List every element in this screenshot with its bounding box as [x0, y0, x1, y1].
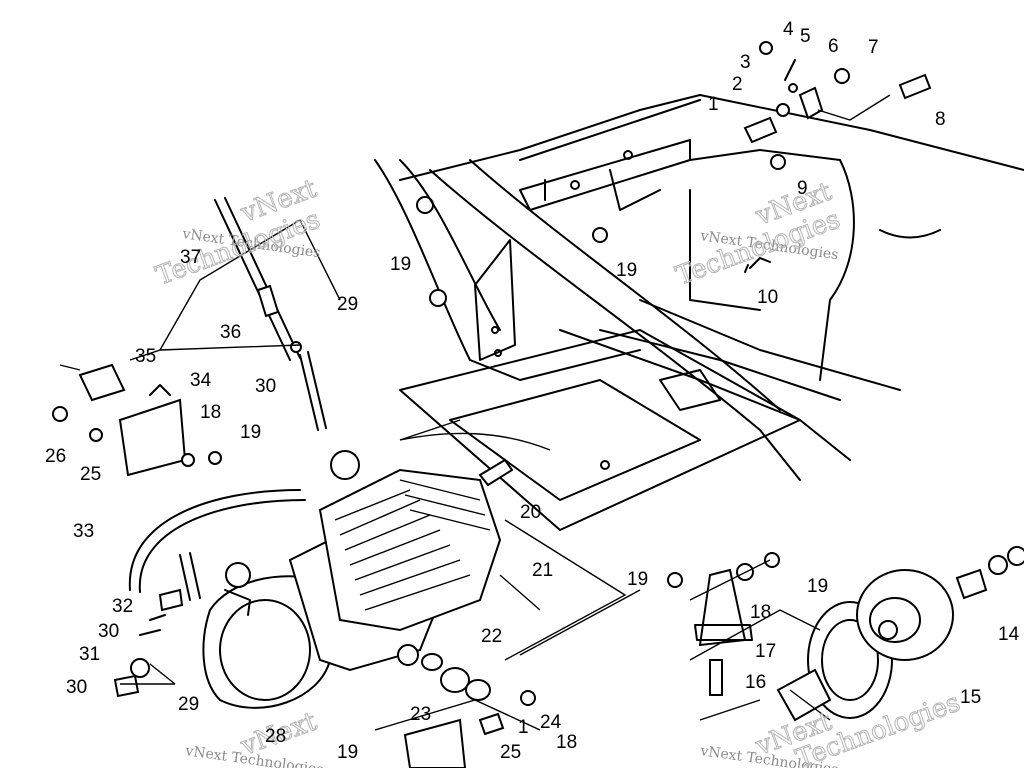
lower-parts [113, 552, 536, 768]
callout-2: 2 [732, 74, 743, 95]
callout-19: 19 [616, 260, 637, 281]
callout-1: 1 [708, 94, 719, 115]
callout-29: 29 [178, 694, 199, 715]
callout-17: 17 [755, 641, 776, 662]
drive-pulley-assembly [667, 546, 1024, 722]
callout-labels: 1 2 3 4 5 6 7 8 9 10 19 19 19 19 19 19 2… [45, 19, 1020, 763]
callout-6: 6 [828, 36, 839, 57]
callout-26: 26 [45, 446, 66, 467]
callout-30: 30 [98, 621, 119, 642]
callout-18: 18 [750, 602, 771, 623]
callout-7: 7 [868, 37, 879, 58]
callout-16: 16 [745, 672, 766, 693]
top-bolt-assembly [429, 41, 932, 307]
callout-28: 28 [265, 726, 286, 747]
callout-1: 1 [518, 717, 529, 738]
callout-31: 31 [79, 644, 100, 665]
callout-20: 20 [520, 502, 541, 523]
callout-30: 30 [255, 376, 276, 397]
callout-9: 9 [797, 178, 808, 199]
callout-19: 19 [627, 569, 648, 590]
frame-chassis [374, 94, 1024, 531]
callout-19: 19 [337, 742, 358, 763]
callout-19: 19 [390, 254, 411, 275]
engine-block [202, 450, 541, 709]
callout-5: 5 [800, 26, 811, 47]
callout-18: 18 [200, 402, 221, 423]
callout-19: 19 [240, 422, 261, 443]
callout-30: 30 [66, 677, 87, 698]
callout-23: 23 [410, 704, 431, 725]
callout-22: 22 [481, 626, 502, 647]
callout-36: 36 [220, 322, 241, 343]
callout-10: 10 [757, 287, 778, 308]
callout-3: 3 [740, 52, 751, 73]
leader-lines [120, 419, 831, 731]
callout-29: 29 [337, 294, 358, 315]
callout-33: 33 [73, 521, 94, 542]
callout-21: 21 [532, 560, 553, 581]
fuel-hose [128, 489, 306, 593]
callout-25: 25 [500, 742, 521, 763]
callout-14: 14 [998, 624, 1020, 645]
callout-25: 25 [80, 464, 101, 485]
callout-4: 4 [783, 19, 794, 40]
callout-19: 19 [807, 576, 828, 597]
callout-8: 8 [935, 109, 946, 130]
callout-32: 32 [112, 596, 133, 617]
callout-34: 34 [190, 370, 212, 391]
callout-24: 24 [540, 712, 562, 733]
callout-18: 18 [556, 732, 577, 753]
callout-37: 37 [180, 247, 201, 268]
callout-15: 15 [960, 687, 981, 708]
fuel-filter-assembly [52, 197, 341, 477]
callout-35: 35 [135, 346, 156, 367]
